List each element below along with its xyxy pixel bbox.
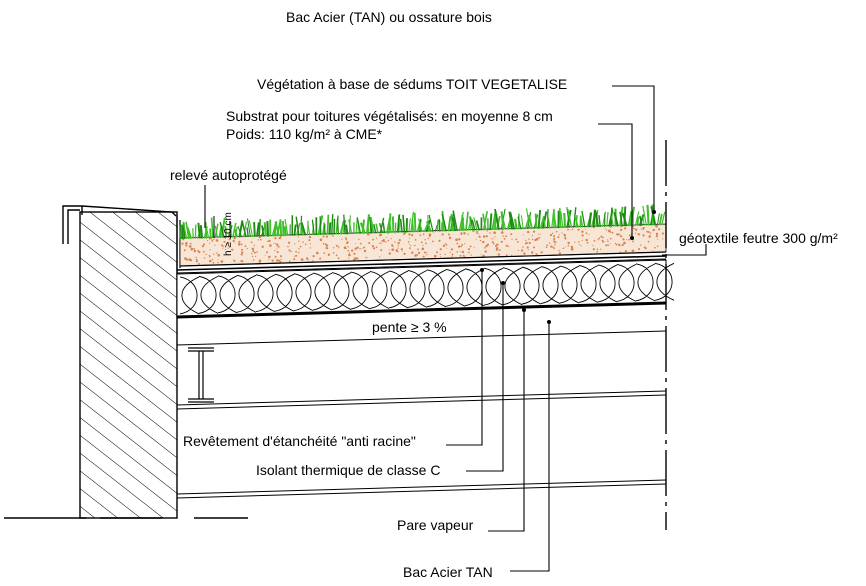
steel-deck [176, 301, 667, 346]
insulation-layer [176, 259, 675, 318]
leader-dots [480, 210, 656, 324]
parapet-wall [79, 211, 178, 519]
vegetation-layer [179, 204, 666, 240]
label-substrate: Substrat pour toitures végétalisés: en m… [226, 108, 553, 124]
diagram-title: Bac Acier (TAN) ou ossature bois [286, 9, 492, 25]
label-waterproofing: Revêtement d'étanchéité "anti racine" [183, 433, 416, 449]
label-slope: pente ≥ 3 % [372, 319, 447, 335]
substrate-layer [179, 223, 667, 267]
label-height: h ≥ 10 cm [223, 212, 234, 256]
wall-coping [62, 205, 177, 244]
label-substrate-weight: Poids: 110 kg/m² à CME* [226, 126, 383, 142]
label-steel-deck: Bac Acier TAN [403, 564, 493, 580]
label-insulation: Isolant thermique de classe C [256, 462, 441, 478]
i-beam [188, 347, 214, 403]
label-vapour-barrier: Pare vapeur [397, 517, 474, 533]
label-vegetation: Végétation à base de sédums TOIT VEGETAL… [257, 76, 568, 92]
membrane-lines [176, 251, 667, 274]
label-geotextile: géotextile feutre 300 g/m² [679, 230, 838, 246]
leader-lines [204, 85, 707, 572]
purlins [176, 390, 667, 499]
label-releve: relevé autoprotégé [170, 167, 287, 183]
